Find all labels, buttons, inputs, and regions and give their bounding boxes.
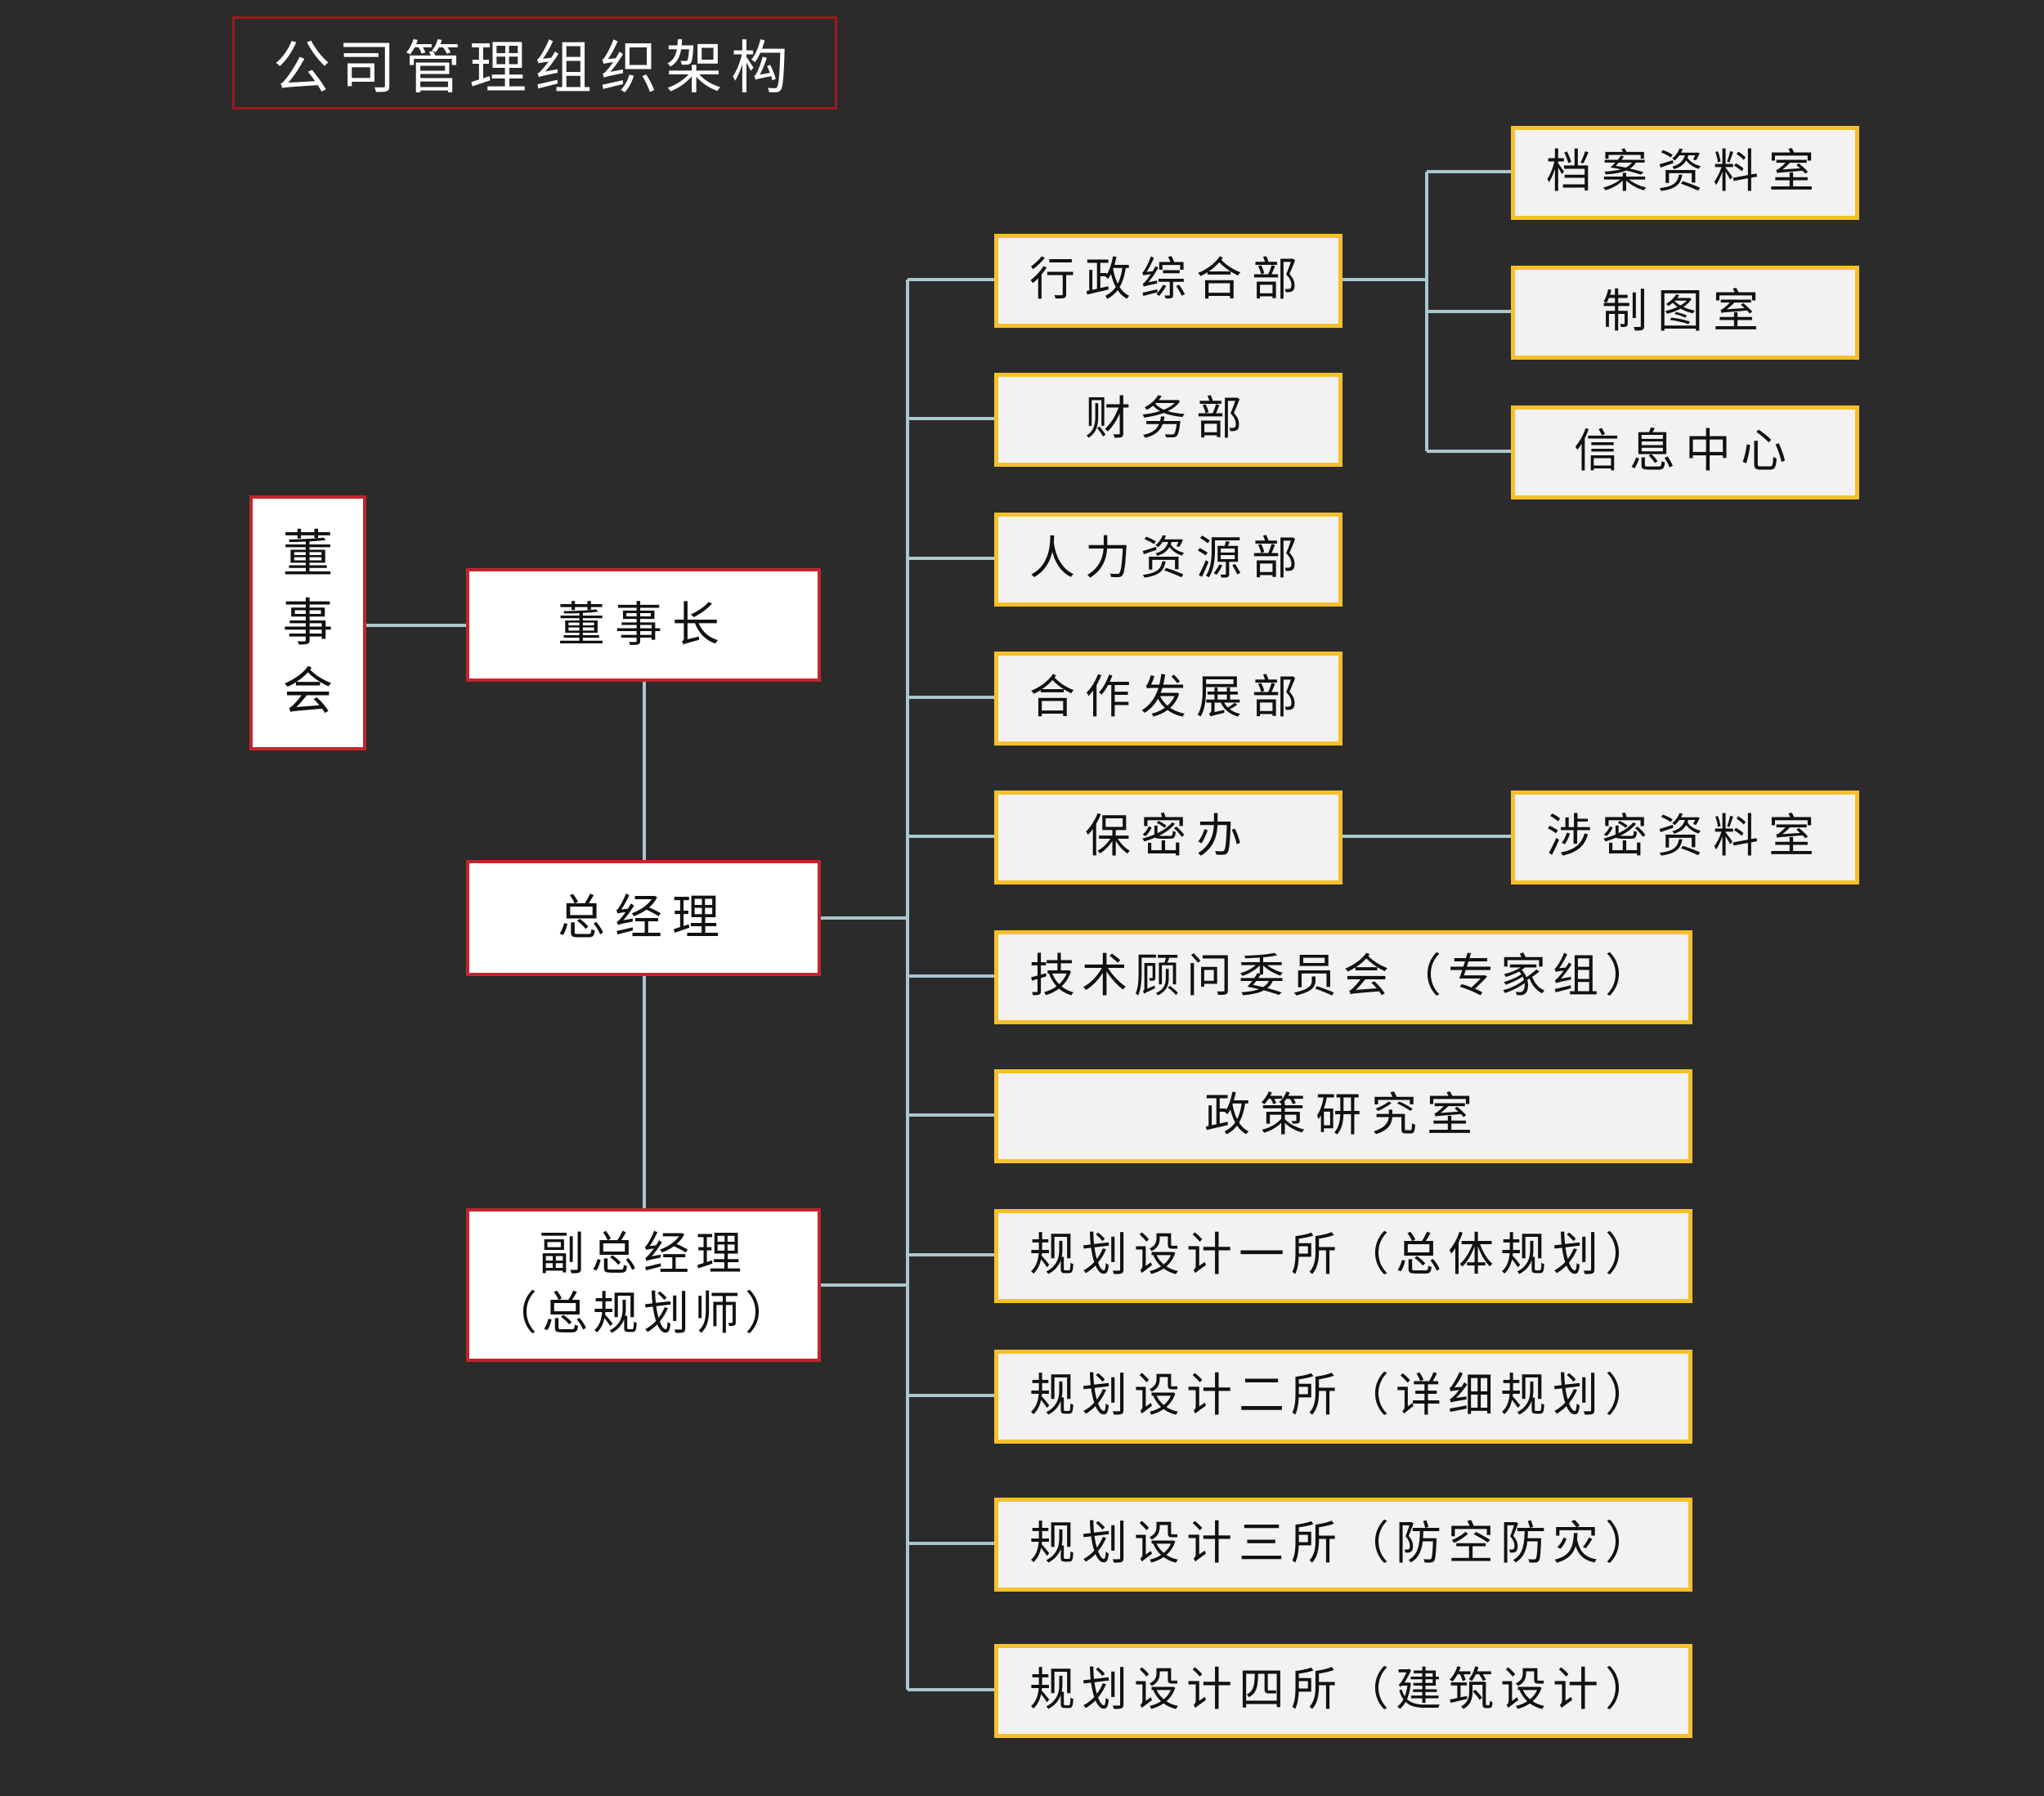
- deputy-gm-sublabel: （总规划师）: [491, 1288, 796, 1341]
- subunit-label: 制图室: [1602, 285, 1768, 339]
- board-char: 事: [282, 593, 334, 653]
- dept-design-4-box[interactable]: 规划设计四所（建筑设计）: [994, 1644, 1692, 1738]
- dept-label: 人力资源部: [1029, 532, 1307, 586]
- dept-label: 合作发展部: [1029, 671, 1307, 725]
- board-of-directors-box[interactable]: 董 事 会: [249, 495, 366, 750]
- subunit-label: 涉密资料室: [1546, 810, 1824, 864]
- chairman-label: 董事长: [557, 596, 729, 652]
- deputy-general-manager-box[interactable]: 副总经理 （总规划师）: [466, 1208, 821, 1362]
- dept-design-3-box[interactable]: 规划设计三所（防空防灾）: [994, 1498, 1692, 1592]
- dept-label: 技术顾问委员会（专家组）: [1029, 950, 1657, 1004]
- dept-hr-box[interactable]: 人力资源部: [994, 513, 1342, 607]
- dept-finance-box[interactable]: 财务部: [994, 373, 1342, 467]
- dept-security-box[interactable]: 保密办: [994, 791, 1342, 885]
- dept-label: 规划设计四所（建筑设计）: [1029, 1664, 1657, 1718]
- dept-label: 规划设计二所（详细规划）: [1029, 1369, 1657, 1423]
- dept-design-2-box[interactable]: 规划设计二所（详细规划）: [994, 1350, 1692, 1444]
- dept-design-1-box[interactable]: 规划设计一所（总体规划）: [994, 1209, 1692, 1303]
- dept-label: 行政综合部: [1029, 253, 1307, 307]
- dept-label: 规划设计一所（总体规划）: [1029, 1229, 1657, 1283]
- dept-label: 规划设计三所（防空防灾）: [1029, 1517, 1657, 1571]
- dept-policy-research-box[interactable]: 政策研究室: [994, 1069, 1692, 1163]
- dept-cooperation-box[interactable]: 合作发展部: [994, 652, 1342, 746]
- dept-tech-advisory-box[interactable]: 技术顾问委员会（专家组）: [994, 930, 1692, 1024]
- general-manager-label: 总经理: [557, 889, 729, 946]
- subunit-classified-archives-box[interactable]: 涉密资料室: [1511, 791, 1859, 885]
- subunit-info-center-box[interactable]: 信息中心: [1511, 405, 1859, 499]
- deputy-gm-label: 副总经理: [539, 1228, 748, 1282]
- subunit-archives-box[interactable]: 档案资料室: [1511, 126, 1859, 220]
- general-manager-box[interactable]: 总经理: [466, 860, 821, 976]
- subunit-drafting-box[interactable]: 制图室: [1511, 266, 1859, 360]
- dept-label: 政策研究室: [1204, 1089, 1482, 1143]
- page-title: 公司管理组织架构: [232, 16, 837, 110]
- board-char: 会: [282, 661, 334, 721]
- chairman-box[interactable]: 董事长: [466, 568, 821, 682]
- dept-admin-box[interactable]: 行政综合部: [994, 234, 1342, 328]
- subunit-label: 信息中心: [1574, 425, 1796, 479]
- dept-label: 保密办: [1085, 810, 1252, 864]
- board-char: 董: [282, 524, 334, 584]
- subunit-label: 档案资料室: [1546, 146, 1824, 199]
- dept-label: 财务部: [1085, 392, 1252, 446]
